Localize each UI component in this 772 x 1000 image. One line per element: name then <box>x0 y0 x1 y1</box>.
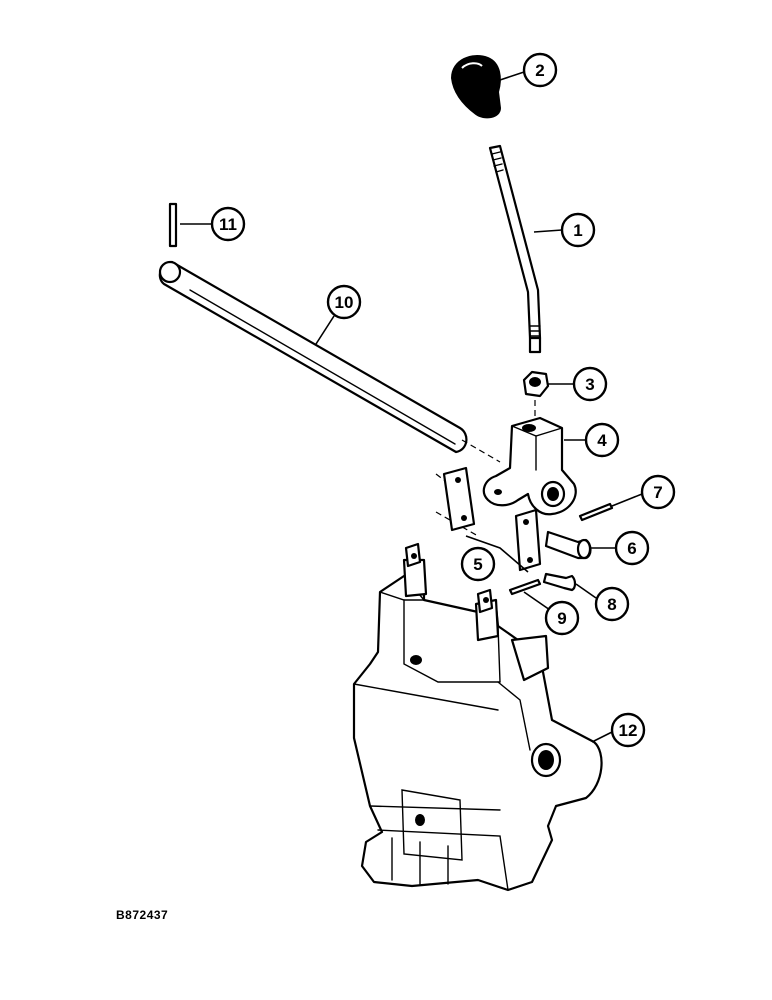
callout-5: 5 <box>460 546 496 582</box>
pivot-shaft <box>158 260 468 454</box>
jam-nut <box>522 370 550 398</box>
callout-2: 2 <box>499 52 558 88</box>
callout-4: 4 <box>564 422 620 458</box>
control-lever <box>488 144 542 354</box>
svg-text:2: 2 <box>535 61 544 80</box>
callout-3: 3 <box>548 366 608 402</box>
control-valve <box>352 542 603 892</box>
lever-knob <box>450 55 502 119</box>
callout-8: 8 <box>575 583 630 622</box>
callout-9: 9 <box>523 591 580 636</box>
callout-11: 11 <box>180 206 246 242</box>
callout-1: 1 <box>533 212 596 248</box>
figure-id-label: B872437 <box>116 908 169 922</box>
svg-text:6: 6 <box>627 539 636 558</box>
svg-text:11: 11 <box>219 215 237 234</box>
svg-text:3: 3 <box>585 375 594 394</box>
clevis-pin <box>544 530 592 560</box>
svg-text:7: 7 <box>653 483 662 502</box>
callout-12: 12 <box>591 712 646 748</box>
roll-pin <box>168 202 178 248</box>
svg-text:5: 5 <box>473 555 482 574</box>
callout-6: 6 <box>590 530 650 566</box>
cotter-pin <box>578 502 614 522</box>
svg-text:10: 10 <box>335 293 354 312</box>
callout-10: 10 <box>315 284 362 345</box>
svg-text:12: 12 <box>619 721 638 740</box>
link-plates <box>442 466 542 573</box>
cotter-pin-small <box>508 578 542 596</box>
svg-text:1: 1 <box>573 221 582 240</box>
svg-text:9: 9 <box>557 609 566 628</box>
lever-bracket <box>482 416 577 516</box>
svg-text:4: 4 <box>597 431 607 450</box>
svg-text:8: 8 <box>607 595 616 614</box>
callout-7: 7 <box>611 474 676 510</box>
pin <box>542 572 577 592</box>
